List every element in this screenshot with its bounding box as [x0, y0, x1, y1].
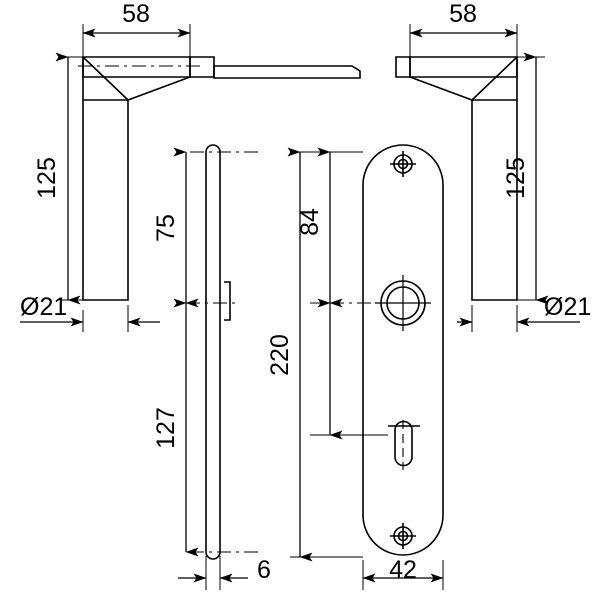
centerlines: [78, 65, 380, 553]
right-lever-outline: [395, 56, 518, 301]
left-lever-outline: [82, 56, 361, 301]
dimension-lines: [20, 28, 580, 583]
dimension-label-84: 84: [296, 208, 324, 236]
spindle-hole-concentric: [375, 275, 431, 331]
dimension-label-42: 42: [389, 556, 417, 584]
dimension-label-58-right: 58: [449, 0, 477, 28]
key-slot-oval: [388, 420, 420, 470]
backplate-face-outline: [362, 144, 444, 556]
dimension-label-d21-right: Ø21: [544, 293, 591, 321]
backplate-edge-profile: [205, 144, 231, 560]
dimension-label-6: 6: [257, 556, 271, 584]
dimension-label-75: 75: [152, 214, 180, 242]
dimension-label-220: 220: [266, 334, 294, 376]
dimension-label-d21-left: Ø21: [20, 293, 67, 321]
dimension-label-127: 127: [152, 407, 180, 449]
screw-hole-crosshair-top: [390, 151, 416, 177]
dimension-label-125-right: 125: [502, 157, 530, 199]
dimension-label-125-left: 125: [33, 157, 61, 199]
dimension-label-58-left: 58: [122, 0, 150, 28]
screw-hole-crosshair-bottom: [390, 523, 416, 549]
